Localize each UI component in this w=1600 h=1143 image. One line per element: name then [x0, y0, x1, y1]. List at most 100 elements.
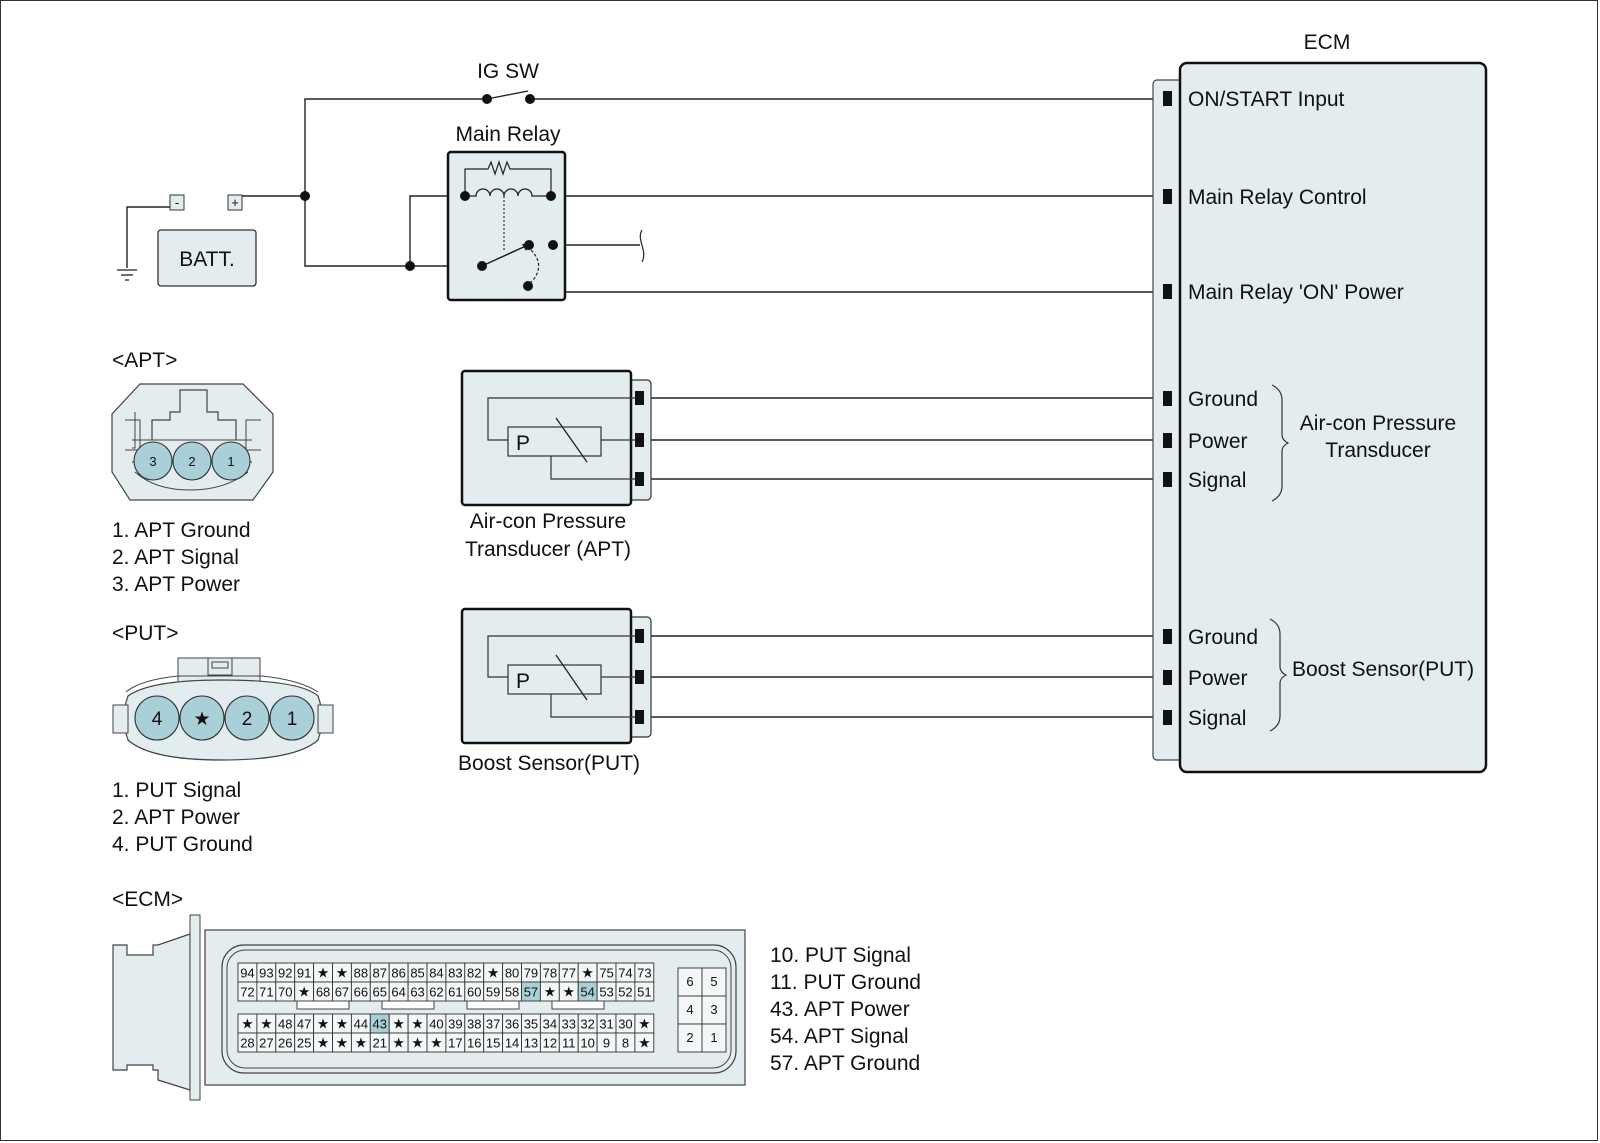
put-pin-label: 2: [242, 709, 253, 730]
ecm-pin-number: 9: [603, 1036, 610, 1051]
junction-dot: [300, 191, 310, 201]
apt-legend-1: 1. APT Ground: [112, 519, 251, 542]
ecm-pin-number: ★: [392, 1016, 405, 1032]
battery-negative-terminal: -: [175, 195, 179, 210]
ecm-pin-number: 86: [391, 966, 405, 981]
battery-positive-terminal: +: [231, 195, 239, 210]
battery: - + BATT.: [157, 194, 257, 287]
ecm-pin-number: 61: [448, 985, 462, 1000]
ecm-pin-number: ★: [336, 1016, 349, 1032]
ecm-pin-number: ★: [355, 1035, 368, 1051]
ecm-aux-pin-number: 4: [686, 1002, 693, 1017]
put-pin-4: [134, 695, 180, 741]
put-sensor-caption: Boost Sensor(PUT): [458, 752, 640, 775]
ecm-pin-number: 88: [354, 966, 368, 981]
ecm-pin-number: 59: [486, 985, 500, 1000]
ecm-pin-number: 28: [240, 1036, 254, 1051]
ecm-pin-number: ★: [392, 1035, 405, 1051]
ecm-pin-number: 39: [448, 1017, 462, 1032]
ecm-pin-cell: [634, 1032, 655, 1053]
ecm-pin-number: 26: [278, 1036, 292, 1051]
ecm-pin-number: 87: [373, 966, 387, 981]
battery-label: BATT.: [179, 248, 235, 271]
apt-sensor-caption-line1: Air-con Pressure: [470, 510, 626, 533]
ecm-pin-number: 63: [410, 985, 424, 1000]
ecm-pin-number: 82: [467, 966, 481, 981]
ecm-pin-number: 53: [599, 985, 613, 1000]
apt-sensor-symbol: P: [516, 432, 530, 455]
put-pin-1: [269, 695, 315, 741]
ecm-pin-number: 57: [524, 985, 538, 1000]
put-group-label: Boost Sensor(PUT): [1292, 658, 1474, 681]
apt-group-brace: [1271, 384, 1290, 502]
put-pin-label: ★: [193, 709, 210, 730]
ecm-pin-number: 36: [505, 1017, 519, 1032]
ecm-pin-number: 15: [486, 1036, 500, 1051]
ecm-aux-pin-number: 3: [710, 1002, 717, 1017]
ecm-pin-number: 12: [543, 1036, 557, 1051]
ecm-pin-number: ★: [562, 984, 575, 1000]
wire-to-relay-switch: [304, 196, 482, 267]
apt-pin-label: 2: [188, 454, 195, 469]
apt-pin-label: 1: [227, 454, 234, 469]
ecm-pin-apt-signal: Signal: [1188, 469, 1246, 492]
put-group-brace: [1269, 618, 1288, 732]
apt-pin-label: 3: [149, 454, 156, 469]
ecm-aux-pin-cell: [701, 1023, 727, 1053]
ecm-pin-put-power: Power: [1188, 667, 1248, 690]
ecm-pin-number: ★: [298, 984, 311, 1000]
ecm-pin-apt-ground: Ground: [1188, 388, 1258, 411]
ecm-pin-put-signal: Signal: [1188, 707, 1246, 730]
apt-sensor-caption-line2: Transducer (APT): [465, 538, 631, 561]
main-relay: Main Relay: [446, 123, 567, 302]
apt-connector-title: <APT>: [112, 349, 177, 372]
ecm-pin-number: 54: [580, 985, 594, 1000]
apt-group-label-line1: Air-con Pressure: [1300, 412, 1456, 435]
ecm-pin-number: 77: [562, 966, 576, 981]
put-sensor: P Boost Sensor(PUT): [458, 607, 652, 775]
ecm-pin-apt-power: Power: [1188, 430, 1248, 453]
ecm-pin-number: 92: [278, 966, 292, 981]
ecm-legend-2: 11. PUT Ground: [770, 971, 921, 994]
ecm-block: ECM ON/START Input Main Relay Control Ma…: [1152, 31, 1488, 774]
ecm-pin-number: 40: [429, 1017, 443, 1032]
ig-switch: IG SW: [477, 60, 539, 104]
ecm-pin-number: 80: [505, 966, 519, 981]
ecm-pin-relay-on-power: Main Relay 'ON' Power: [1188, 281, 1404, 304]
ecm-aux-pin-number: 5: [710, 974, 717, 989]
wire-battery-positive: [234, 195, 305, 207]
put-legend-3: 4. PUT Ground: [112, 833, 253, 856]
ecm-pin-number: 65: [373, 985, 387, 1000]
ecm-legend-1: 10. PUT Signal: [770, 944, 911, 967]
ecm-pin-number: 52: [618, 985, 632, 1000]
ecm-pin-number: ★: [336, 965, 349, 981]
ecm-pin-number: 84: [429, 966, 443, 981]
wire-battery-ground: [126, 206, 178, 268]
ecm-pin-number: 10: [580, 1036, 594, 1051]
ecm-legend-3: 43. APT Power: [770, 998, 910, 1021]
ecm-pin-number: ★: [260, 1016, 273, 1032]
ecm-pin-number: 64: [391, 985, 405, 1000]
ecm-pin-number: 78: [543, 966, 557, 981]
put-pin-unused: [179, 695, 225, 741]
ecm-pin-number: 34: [543, 1017, 557, 1032]
ecm-pin-number: 44: [354, 1017, 368, 1032]
ecm-pin-number: 38: [467, 1017, 481, 1032]
ecm-connector-title: <ECM>: [112, 888, 183, 911]
apt-pin-2: [172, 441, 212, 481]
ecm-aux-pin-cell: [677, 995, 703, 1025]
ecm-pin-number: 75: [599, 966, 613, 981]
apt-pin-3: [133, 441, 173, 481]
ecm-pin-number: 85: [410, 966, 424, 981]
ecm-pin-number: ★: [430, 1035, 443, 1051]
ecm-aux-pin-cell: [701, 995, 727, 1025]
apt-group-label-line2: Transducer: [1325, 439, 1430, 462]
ecm-pin-number: 83: [448, 966, 462, 981]
ecm-pin-number: ★: [487, 965, 500, 981]
main-relay-label: Main Relay: [455, 123, 561, 146]
ecm-aux-pin-number: 2: [686, 1030, 693, 1045]
ecm-pin-number: 27: [259, 1036, 273, 1051]
